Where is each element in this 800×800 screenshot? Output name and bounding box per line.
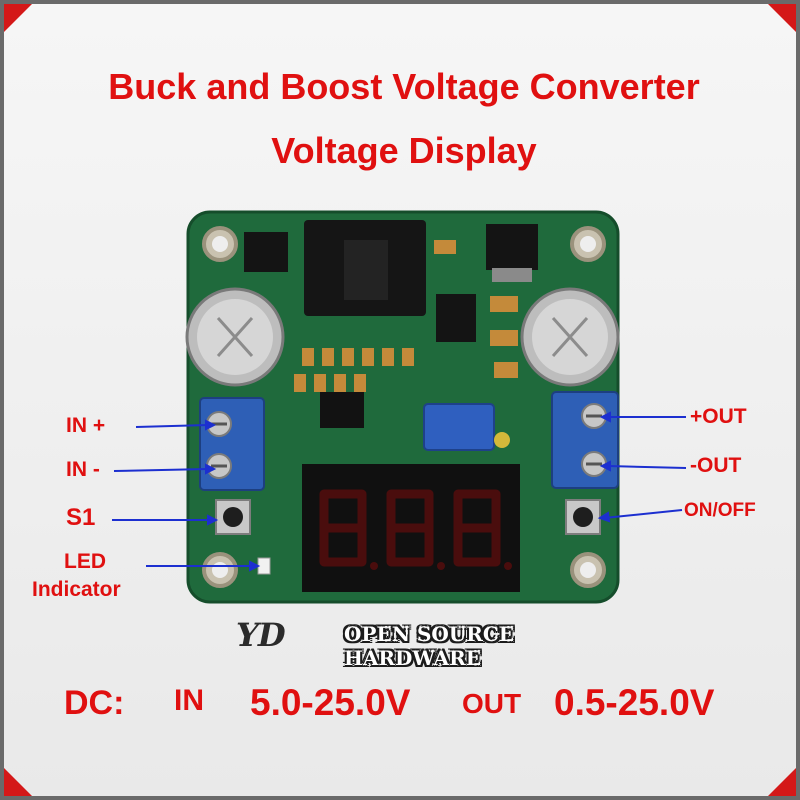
input-terminal-block [199, 397, 265, 491]
spec-out-label: OUT [462, 688, 522, 719]
trimmer-potentiometer [423, 403, 495, 451]
transistor-u1 [486, 224, 538, 270]
spec-out-range: 0.5-25.0V [554, 682, 715, 723]
display-decimal-points [370, 562, 512, 570]
spec-in-label: IN [174, 684, 204, 717]
converter-board-illustration [112, 210, 687, 604]
spec-in-range: 5.0-25.0V [250, 682, 411, 723]
brand-banner: YD OPEN SOURCE HARDWARE [236, 616, 606, 670]
corner-accent-bottom-right [764, 764, 796, 796]
switch-s1 [215, 499, 251, 535]
capacitor-right [520, 287, 620, 387]
chip-u2 [320, 392, 364, 428]
label-indicator: Indicator [32, 578, 121, 601]
corner-accent-top-left [4, 4, 36, 36]
callout-arrows [112, 411, 687, 572]
label-out-minus: -OUT [690, 454, 742, 477]
mounting-holes [202, 226, 606, 588]
label-led: LED [64, 550, 106, 573]
brand-text: OPEN SOURCE HARDWARE [344, 622, 515, 670]
switch-on-off [565, 499, 601, 535]
label-out-plus: +OUT [690, 405, 747, 428]
label-s1: S1 [66, 504, 96, 531]
spec-dc-label: DC: [64, 684, 125, 722]
corner-accent-top-right [764, 4, 796, 36]
brand-logo: YD [236, 616, 286, 654]
transistor-q3 [244, 232, 288, 272]
label-in-minus: IN - [66, 458, 100, 481]
title-line-1: Buck and Boost Voltage Converter [108, 66, 700, 107]
label-on-off: ON/OFF [684, 500, 756, 521]
label-in-plus: IN + [66, 414, 106, 437]
title-line-2: Voltage Display [271, 130, 537, 171]
smd-components [294, 240, 518, 392]
display-digits [319, 489, 501, 567]
output-terminal-block [551, 391, 619, 489]
capacitor-left [185, 287, 285, 387]
corner-accent-bottom-left [4, 764, 36, 796]
